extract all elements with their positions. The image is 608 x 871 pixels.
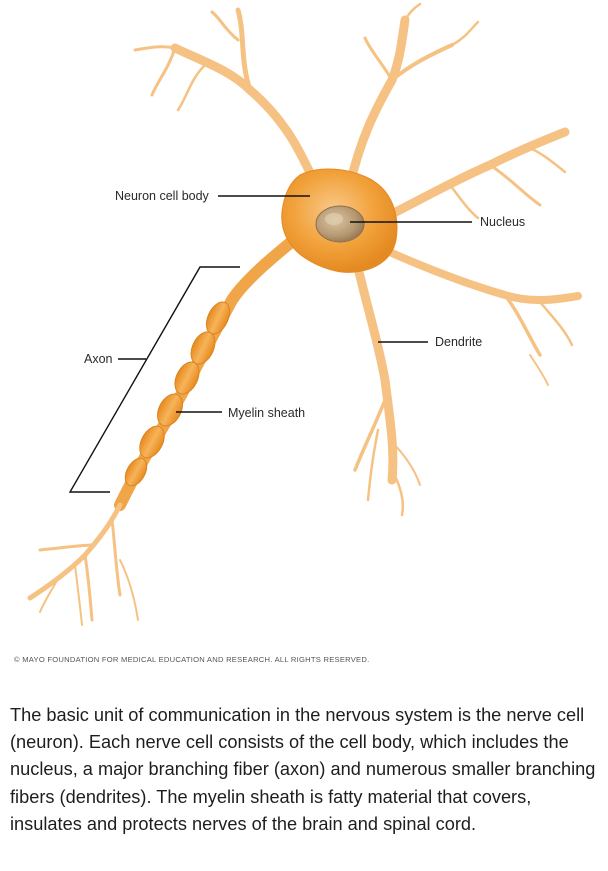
copyright-notice: © MAYO FOUNDATION FOR MEDICAL EDUCATION …: [14, 655, 370, 664]
label-axon: Axon: [84, 352, 113, 366]
axon-terminals: [27, 502, 139, 626]
label-nucleus: Nucleus: [480, 215, 525, 229]
myelin-segments: [124, 301, 231, 487]
leader-lines: [68, 195, 472, 493]
axon-bracket: [68, 266, 240, 493]
label-dendrite: Dendrite: [435, 335, 482, 349]
label-neuron-cell-body: Neuron cell body: [115, 189, 210, 203]
dendrites: [133, 2, 582, 517]
label-myelin-sheath: Myelin sheath: [228, 406, 305, 420]
nucleus: [315, 205, 365, 243]
neuron-diagram: Neuron cell body Nucleus Axon Dendrite M…: [27, 2, 582, 626]
caption-text: The basic unit of communication in the n…: [10, 705, 596, 834]
